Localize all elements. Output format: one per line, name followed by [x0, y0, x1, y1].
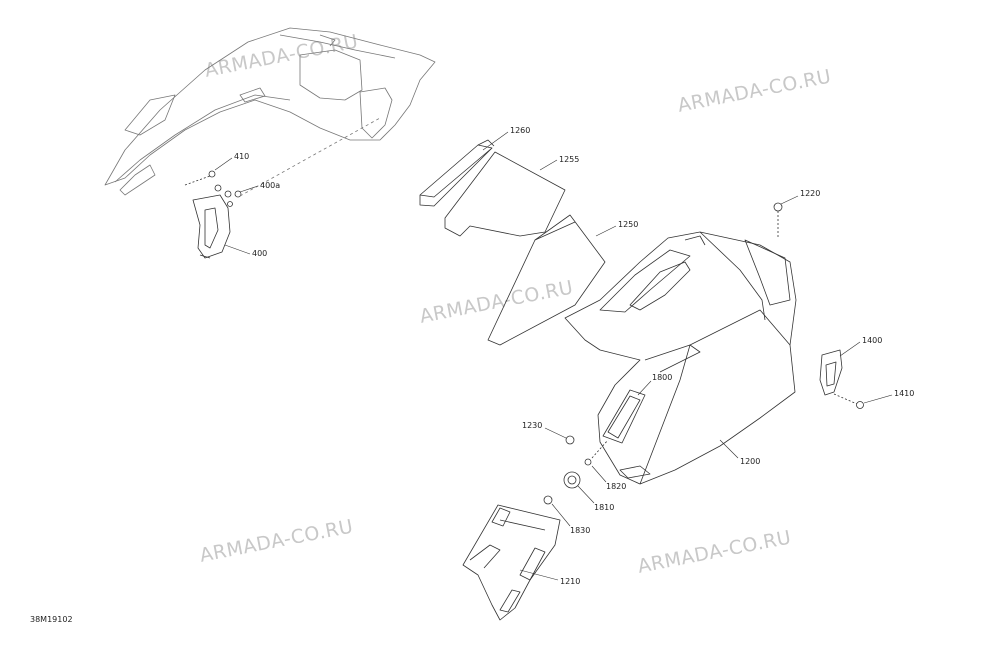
callout-1810[interactable]: 1810: [594, 503, 615, 512]
pad-1250: [487, 214, 606, 346]
callout-1400[interactable]: 1400: [862, 336, 883, 345]
pad-1255: [444, 151, 566, 237]
clip-1220: [773, 202, 783, 212]
clip-1230: [565, 435, 575, 445]
callout-410[interactable]: 410: [234, 152, 250, 161]
callout-1220[interactable]: 1220: [800, 189, 821, 198]
bracket-400: [192, 194, 231, 259]
document-reference: 38M19102: [30, 615, 73, 624]
callout-1210[interactable]: 1210: [560, 577, 581, 586]
callout-1230[interactable]: 1230: [522, 421, 543, 430]
callout-1200[interactable]: 1200: [740, 457, 761, 466]
callout-1260[interactable]: 1260: [510, 126, 531, 135]
grommet-1810: [563, 471, 581, 489]
screw-1820: [584, 458, 592, 466]
callout-1820[interactable]: 1820: [606, 482, 627, 491]
latch-1400: [819, 349, 843, 396]
side-panel-1200: [564, 231, 797, 485]
screw-1410: [856, 401, 864, 409]
reference-fairing: [104, 27, 436, 196]
callout-400[interactable]: 400: [252, 249, 268, 258]
callout-1255[interactable]: 1255: [559, 155, 580, 164]
callout-1250[interactable]: 1250: [618, 220, 639, 229]
clip-1830: [543, 495, 553, 505]
lower-panel-1210: [462, 504, 561, 621]
foam-1260: [419, 139, 495, 207]
callout-1800[interactable]: 1800: [652, 373, 673, 382]
vent-1800: [602, 389, 646, 444]
callout-1830[interactable]: 1830: [570, 526, 591, 535]
callout-1410[interactable]: 1410: [894, 389, 915, 398]
screw-410: [208, 170, 216, 178]
callout-400a[interactable]: 400a: [260, 181, 281, 190]
